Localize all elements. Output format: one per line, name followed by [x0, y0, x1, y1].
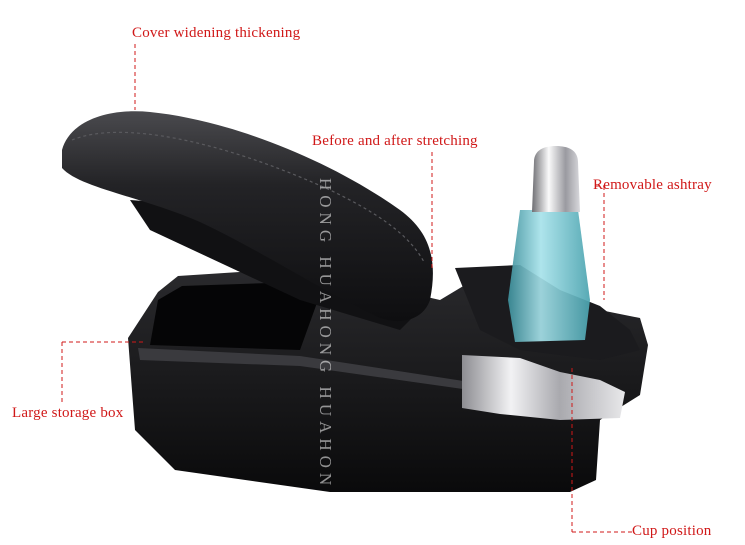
label-storage-box: Large storage box: [12, 405, 124, 421]
padded-lid: [62, 111, 433, 322]
label-cup-position: Cup position: [632, 523, 712, 539]
bottle-cap: [532, 146, 580, 212]
label-removable-ashtray: Removable ashtray: [593, 177, 712, 193]
watermark-text: HONG HUAHONG HUAHONG HUAHONG: [316, 178, 335, 490]
storage-box-rim: [138, 348, 470, 390]
chrome-trim: [462, 355, 625, 420]
leader-lines: [61, 44, 632, 533]
label-cover-widening: Cover widening thickening: [132, 25, 301, 41]
storage-box-cavity: [150, 282, 318, 350]
lid-stitching: [71, 131, 425, 263]
glass-bottle: [508, 210, 590, 342]
label-stretching: Before and after stretching: [312, 133, 478, 149]
